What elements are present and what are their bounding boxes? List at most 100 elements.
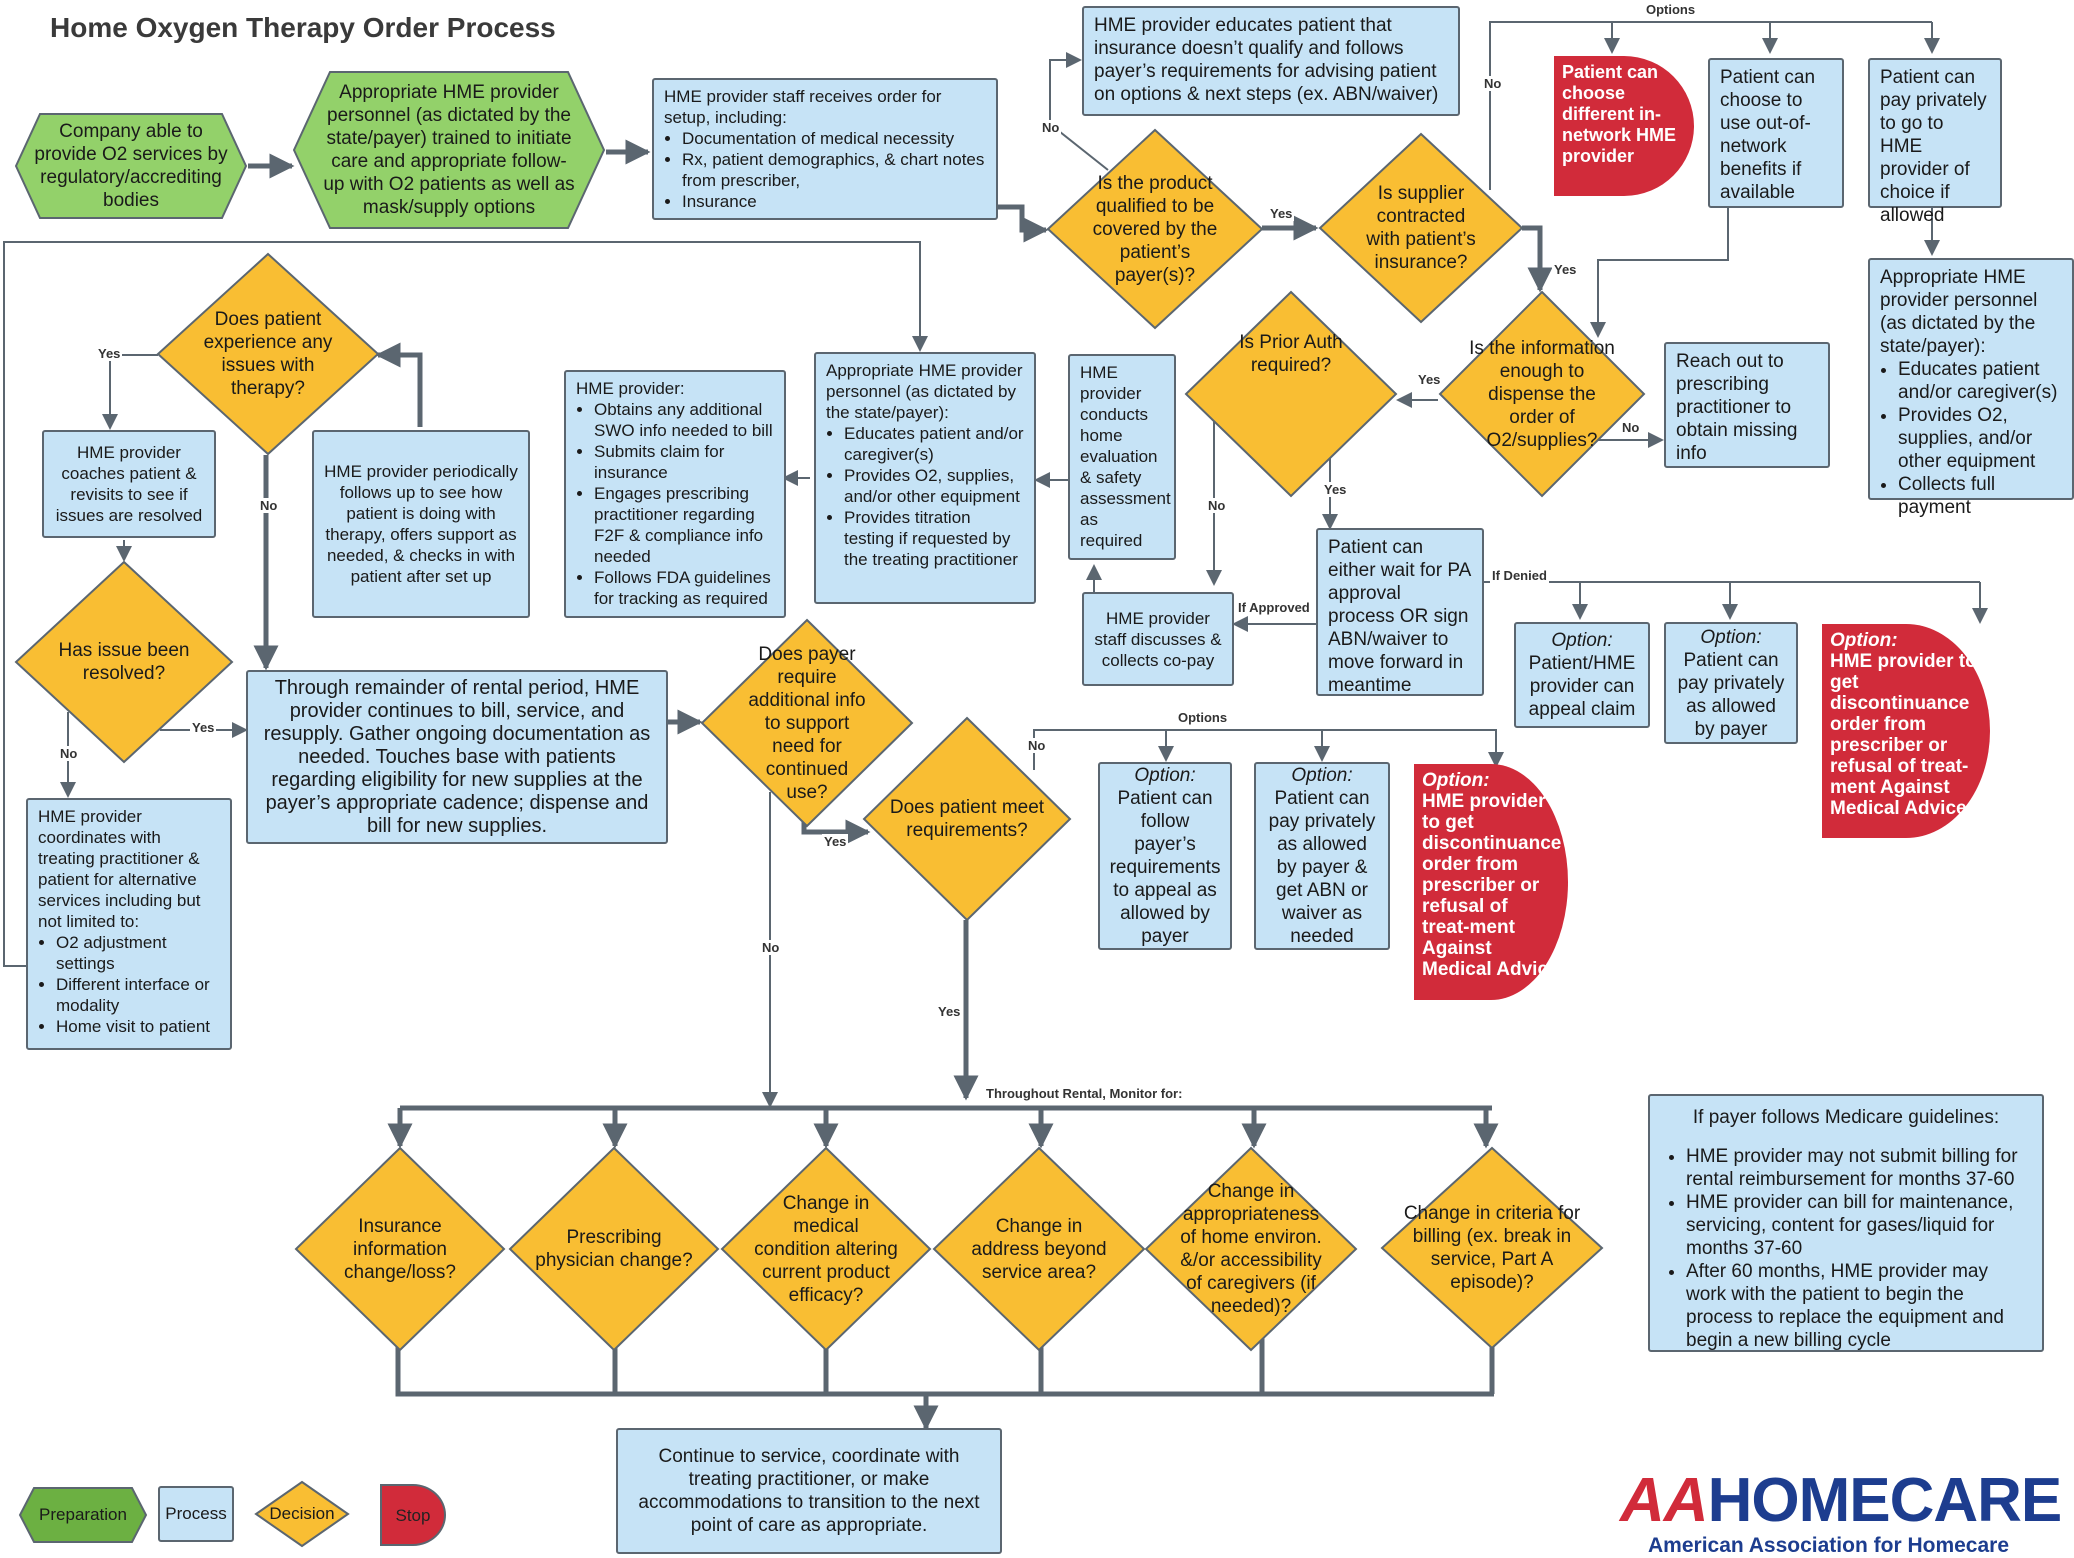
medicare-box: If payer follows Medicare guidelines: HM…	[1648, 1094, 2044, 1352]
diagram-title: Home Oxygen Therapy Order Process	[50, 12, 556, 43]
final-continue-box: Continue to service, coordinate with tre…	[616, 1428, 1002, 1554]
option-word: Option:	[1134, 765, 1196, 786]
edge-label-no: No	[760, 940, 782, 955]
wait-pa-box: Patient can either wait for PA approval …	[1316, 528, 1484, 696]
meet-requirements-decision-diamond: Does patient meet requirements?	[862, 716, 1072, 922]
monitor-environment-diamond: Change in appropriateness of home enviro…	[1144, 1146, 1358, 1352]
aahomecare-logo: AAHOMECARE American Association for Home…	[1620, 1470, 2074, 1558]
info-enough-decision-diamond: Is the information enough to dispense th…	[1438, 290, 1646, 498]
edge-label-yes: Yes	[1322, 482, 1349, 497]
option-payer-box: Option: Patient can pay privately as all…	[1664, 622, 1798, 744]
edge-label-yes: Yes	[190, 720, 217, 735]
coordinates-item: Different interface or modality	[56, 974, 220, 1016]
prior-auth-question: Is Prior Auth required?	[1239, 332, 1343, 376]
swo-item: Submits claim for insurance	[594, 441, 774, 483]
followup-box: HME provider periodically follows up to …	[312, 430, 530, 618]
coordinates-item: Home visit to patient	[56, 1016, 220, 1037]
discontinuance-stop-2: Option: HME provider to get discontinuan…	[1822, 624, 1990, 838]
start-preparation-hexagon: Company able to provide O2 services by r…	[14, 112, 248, 220]
option-follow-text: Patient can follow payer’s requirements …	[1109, 788, 1221, 947]
edge-label-no: No	[58, 746, 80, 761]
discontinuance-stop-1: Option: HME provider to get discontinuan…	[1414, 764, 1568, 1000]
swo-item: Obtains any additional SWO info needed t…	[594, 399, 774, 441]
info-enough-question: Is the information enough to dispense th…	[1469, 337, 1615, 451]
medicare-list: HME provider may not submit billing for …	[1664, 1145, 2028, 1352]
legend-stop: Stop	[380, 1484, 446, 1546]
monitor-address-diamond: Change in address beyond service area?	[932, 1146, 1146, 1352]
monitor-question: Change in criteria for billing (ex. brea…	[1403, 1203, 1581, 1293]
edge-label-if-approved: If Approved	[1236, 600, 1312, 615]
issues-question: Does patient experience any issues with …	[203, 309, 333, 399]
receive-order-item: Documentation of medical necessity	[682, 128, 986, 149]
coordinates-item: O2 adjustment settings	[56, 932, 220, 974]
option-word: Option:	[1422, 770, 1490, 791]
edge-label-yes: Yes	[1416, 372, 1443, 387]
personnel-preparation-hexagon: Appropriate HME provider personnel (as d…	[292, 70, 606, 230]
swo-box: HME provider: Obtains any additional SWO…	[564, 370, 786, 618]
resolved-decision-diamond: Has issue been resolved?	[14, 560, 234, 764]
resolved-question: Has issue been resolved?	[58, 640, 190, 684]
educates-patient-box: HME provider educates patient that insur…	[1082, 6, 1460, 116]
coordinates-heading: HME provider coordinates with treating p…	[38, 807, 201, 931]
monitor-question: Change in address beyond service area?	[971, 1215, 1107, 1283]
swo-heading: HME provider:	[576, 379, 685, 398]
meet-requirements-question: Does patient meet requirements?	[889, 797, 1045, 841]
discontinuance-text-2: HME provider to get discontinuance order…	[1830, 651, 1977, 819]
option-follow-box: Option: Patient can follow payer’s requi…	[1098, 762, 1232, 950]
edge-label-yes: Yes	[1268, 206, 1295, 221]
edge-label-no: No	[1040, 120, 1062, 135]
in-network-stop: Patient can choose different in-network …	[1554, 56, 1694, 196]
medicare-heading: If payer follows Medicare guidelines:	[1692, 1107, 2000, 1128]
private-personnel-box: Appropriate HME provider personnel (as d…	[1868, 258, 2074, 518]
edge-label-no: No	[258, 498, 280, 513]
reach-out-box: Reach out to prescribing practitioner to…	[1664, 342, 1830, 468]
option-word: Option:	[1551, 630, 1613, 651]
edge-label-no: No	[1620, 420, 1642, 435]
option-word: Option:	[1291, 765, 1353, 786]
edge-label-no: No	[1482, 76, 1504, 91]
option-word: Option:	[1830, 630, 1898, 651]
logo-subtitle: American Association for Homecare	[1648, 1534, 2010, 1557]
coordinates-box: HME provider coordinates with treating p…	[26, 798, 232, 1050]
edu-personnel-heading: Appropriate HME provider personnel (as d…	[826, 361, 1023, 422]
covered-question: Is the product qualified to be covered b…	[1092, 172, 1218, 286]
monitor-question: Change in medical condition altering cur…	[754, 1192, 898, 1306]
coordinates-list: O2 adjustment settings Different interfa…	[38, 932, 220, 1037]
edu-personnel-list: Educates patient and/or caregiver(s) Pro…	[826, 423, 1024, 570]
monitor-question: Prescribing physician change?	[535, 1227, 693, 1271]
monitor-question: Change in appropriateness of home enviro…	[1180, 1181, 1322, 1317]
private-personnel-item: Educates patient and/or caregiver(s)	[1898, 358, 2062, 404]
monitor-insurance-diamond: Insurance information change/loss?	[294, 1146, 506, 1352]
legend-decision-label: Decision	[269, 1504, 335, 1523]
logo-aa: AA	[1620, 1466, 1709, 1535]
edge-label-yes: Yes	[96, 346, 123, 361]
edge-label-yes: Yes	[936, 1004, 963, 1019]
edu-personnel-item: Educates patient and/or caregiver(s)	[844, 423, 1024, 465]
prior-auth-decision-diamond: Is Prior Auth required?	[1184, 290, 1398, 498]
receive-order-item: Rx, patient demographics, & chart notes …	[682, 149, 986, 191]
covered-decision-diamond: Is the product qualified to be covered b…	[1046, 128, 1264, 330]
swo-item: Follows FDA guidelines for tracking as r…	[594, 567, 774, 609]
start-label: Company able to provide O2 services by r…	[34, 121, 228, 211]
edu-personnel-item: Provides titration testing if requested …	[844, 507, 1024, 570]
option-appeal-text: Patient/HME provider can appeal claim	[1528, 653, 1636, 720]
monitor-physician-diamond: Prescribing physician change?	[508, 1146, 720, 1352]
option-abn-box: Option: Patient can pay privately as all…	[1254, 762, 1390, 950]
option-payer-text: Patient can pay privately as allowed by …	[1677, 649, 1785, 740]
option-abn-text: Patient can pay privately as allowed by …	[1268, 788, 1376, 947]
edge-label-options: Options	[1176, 710, 1230, 725]
medicare-item: After 60 months, HME provider may work w…	[1686, 1260, 2028, 1352]
legend-process: Process	[158, 1486, 234, 1542]
home-eval-box: HME provider conducts home evaluation & …	[1068, 354, 1176, 560]
edu-personnel-item: Provides O2, supplies, and/or other equi…	[844, 465, 1024, 507]
out-of-network-box: Patient can choose to use out-of-network…	[1708, 58, 1844, 208]
edge-label-if-denied: If Denied	[1490, 568, 1549, 583]
receive-order-item: Insurance	[682, 191, 986, 212]
copay-box: HME provider staff discusses & collects …	[1082, 592, 1234, 686]
payer-info-decision-diamond: Does payer require additional info to su…	[700, 618, 914, 828]
contracted-decision-diamond: Is supplier contracted with patient’s in…	[1318, 132, 1524, 324]
logo-wordmark: AAHOMECARE	[1620, 1470, 2074, 1532]
edge-label-options: Options	[1644, 2, 1698, 17]
option-word: Option:	[1700, 626, 1762, 648]
